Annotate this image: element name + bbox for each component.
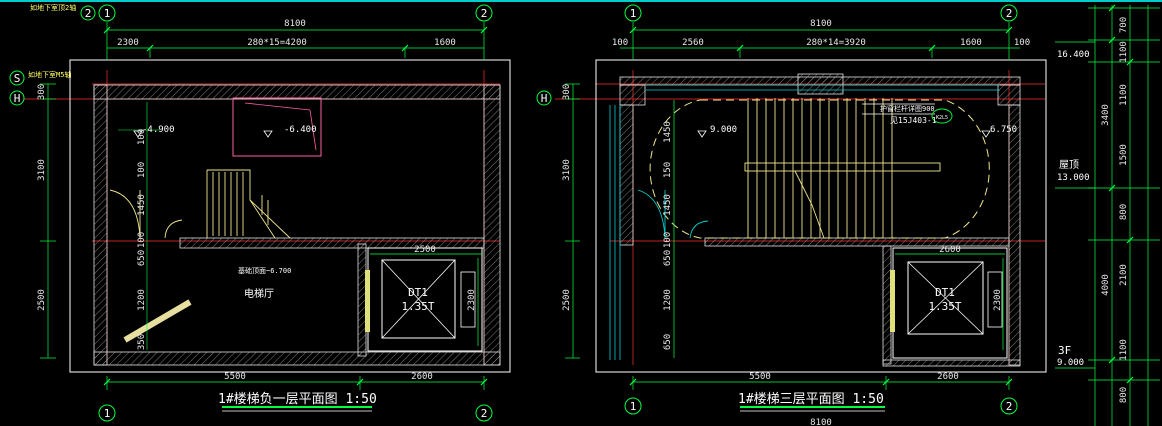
right-dim-a: 2560 (682, 38, 704, 48)
left-dim-v2: 3100 (37, 159, 47, 181)
right-plan: 1 2 1 2 H 8100 100 2560 280*14=3920 1600… (536, 4, 1047, 426)
section-d8: 4000 (1101, 274, 1111, 296)
left-axis-2-top: 2 (481, 7, 488, 20)
left-note-top: 如地下室顶2轴 (30, 3, 76, 12)
right-dim-v3: 2500 (562, 289, 572, 311)
right-dim-total: 8100 (810, 19, 832, 29)
section-floor: 3F (1058, 344, 1071, 357)
right-dim-v2: 3100 (562, 159, 572, 181)
right-elev-h: 2300 (993, 289, 1003, 311)
right-dim-i3: 100 (663, 232, 673, 248)
left-dim-v1: 300 (37, 84, 47, 100)
left-dim-c: 1600 (434, 38, 456, 48)
right-axis-1-bottom: 1 (630, 400, 637, 413)
left-level-2: -6.400 (284, 125, 317, 135)
left-level-1: -4.900 (142, 125, 175, 135)
section-d2: 1100 (1119, 41, 1129, 63)
right-title: 1#楼梯三层平面图 1:50 (738, 392, 884, 407)
left-dim-a: 2300 (117, 38, 139, 48)
right-rail-tag: K2L5 (936, 115, 948, 121)
right-rail-ref: 见15J403-1 (890, 116, 937, 125)
left-dim-i1: 100 (137, 129, 147, 145)
left-dim-b: 280*15=4200 (247, 38, 307, 48)
right-level-1: 9.000 (710, 125, 737, 135)
section-roof: 屋顶 (1059, 159, 1079, 171)
section-d7: 2100 (1119, 264, 1129, 286)
left-axis-1-top: 1 (104, 7, 111, 20)
left-dim-v3: 2500 (37, 289, 47, 311)
right-dim-bottom-total: 8100 (810, 418, 832, 426)
section-d9: 1100 (1119, 339, 1129, 361)
right-dim-i2: 1450 (663, 194, 673, 216)
left-walls (93, 84, 501, 366)
left-dim-total: 8100 (284, 19, 306, 29)
left-elevator: DT1 (408, 286, 428, 299)
right-elevator: DT1 (935, 286, 955, 299)
right-level-2: 6.750 (990, 125, 1017, 135)
section-d4: 1100 (1119, 84, 1129, 106)
left-axis-h: H (14, 92, 21, 105)
left-dim-i1b: 100 (137, 162, 147, 178)
right-dim-i5: 1200 (663, 289, 673, 311)
left-dim-i6: 350 (137, 334, 147, 350)
right-elev-w: 2600 (939, 245, 961, 255)
left-note-side: 如地下室M5轴 (28, 70, 71, 79)
section-strip: 700 1100 3400 1100 1500 800 2100 4000 11… (1055, 4, 1160, 426)
section-lvl-floor: 9.000 (1057, 358, 1084, 368)
left-dim-bot2: 2600 (411, 372, 433, 382)
left-axis-s: S (14, 72, 21, 85)
left-title: 1#楼梯负一层平面图 1:50 (218, 392, 377, 407)
left-axis-2-extra: 2 (85, 7, 92, 20)
right-axis-2-bottom: 2 (1006, 400, 1013, 413)
left-level-3: 基础顶面~6.700 (238, 266, 291, 275)
right-dim-i6: 650 (663, 334, 673, 350)
right-rail-note: 护窗栏杆详图900 (880, 104, 935, 113)
left-plan: 1 2 1 2 2 S H 如地下室顶2轴 如地下室M5轴 8100 2300 … (9, 3, 511, 422)
left-elev-w: 2500 (414, 245, 436, 255)
section-d5: 1500 (1119, 144, 1129, 166)
section-d1: 700 (1119, 17, 1129, 33)
left-elevator-cap: 1.35T (401, 300, 434, 313)
right-axis-2-top: 2 (1006, 7, 1013, 20)
right-axis-1-top: 1 (630, 7, 637, 20)
left-axis-1-bottom: 1 (104, 407, 111, 420)
section-d6: 800 (1119, 204, 1129, 220)
left-dim-i5: 1200 (137, 289, 147, 311)
left-axis-2-bottom: 2 (481, 407, 488, 420)
section-lvl-top: 16.400 (1057, 50, 1090, 60)
right-dim-b: 280*14=3920 (806, 38, 866, 48)
right-dim-i2a: 1450 (663, 121, 673, 143)
right-dim-v1: 300 (562, 84, 572, 100)
right-dim-e1: 100 (612, 38, 628, 48)
left-elev-h: 2300 (467, 289, 477, 311)
right-elevator-cap: 1.35T (928, 300, 961, 313)
left-room: 电梯厅 (244, 287, 274, 300)
right-dim-bot2: 2600 (937, 372, 959, 382)
left-dim-bot1: 5500 (224, 372, 246, 382)
right-dim-i4: 650 (663, 250, 673, 266)
section-lvl-roof: 13.000 (1057, 173, 1090, 183)
section-d10: 800 (1119, 387, 1129, 403)
right-axis-h: H (541, 92, 548, 105)
left-dim-i2: 1450 (137, 194, 147, 216)
right-dim-i1: 150 (663, 162, 673, 178)
section-d3: 3400 (1101, 104, 1111, 126)
right-dim-bot1: 5500 (749, 372, 771, 382)
right-dim-e2: 100 (1014, 38, 1030, 48)
left-dim-i3: 100 (137, 232, 147, 248)
right-dim-c: 1600 (960, 38, 982, 48)
left-dim-i4: 650 (137, 250, 147, 266)
